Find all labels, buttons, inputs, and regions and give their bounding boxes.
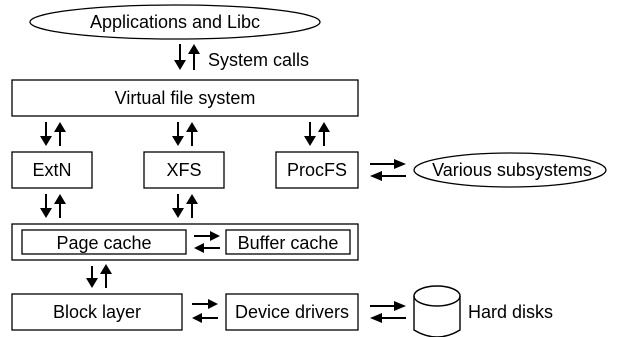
driver-disk-arrows (370, 301, 406, 323)
vfs-procfs-arrows (304, 122, 330, 146)
cache-container: Page cache Buffer cache (11, 223, 359, 261)
block-layer-node: Block layer (11, 293, 183, 331)
xfs-cache-arrows (172, 194, 198, 218)
various-subsystems-label: Various subsystems (432, 160, 592, 180)
device-drivers-node: Device drivers (225, 293, 359, 331)
xfs-label: XFS (166, 160, 201, 180)
system-calls-label: System calls (208, 50, 309, 70)
vfs-node: Virtual file system (11, 79, 359, 117)
hard-disk-icon (413, 285, 461, 337)
various-subsystems-node: Various subsystems (413, 152, 607, 188)
page-buffer-arrows (194, 231, 220, 253)
extn-node: ExtN (11, 151, 93, 189)
block-layer-label: Block layer (53, 302, 141, 322)
vfs-xfs-arrows (172, 122, 198, 146)
procfs-label: ProcFS (287, 160, 347, 180)
block-driver-arrows (192, 299, 218, 323)
page-cache-node (21, 229, 187, 255)
applications-label: Applications and Libc (90, 12, 260, 32)
xfs-node: XFS (143, 151, 225, 189)
hard-disks-label: Hard disks (468, 302, 553, 322)
extn-label: ExtN (32, 160, 71, 180)
buffer-cache-node (225, 229, 351, 255)
extn-cache-arrows (40, 194, 66, 218)
buffer-cache-label: Buffer cache (238, 233, 339, 253)
vfs-label: Virtual file system (115, 88, 256, 108)
vfs-extn-arrows (40, 122, 66, 146)
page-cache-label: Page cache (56, 233, 151, 253)
device-drivers-label: Device drivers (235, 302, 349, 322)
procfs-various-arrows (370, 159, 406, 181)
syscall-arrows (174, 44, 200, 70)
procfs-node: ProcFS (275, 151, 359, 189)
cache-block-arrows (86, 264, 112, 288)
applications-node: Applications and Libc (29, 4, 321, 40)
